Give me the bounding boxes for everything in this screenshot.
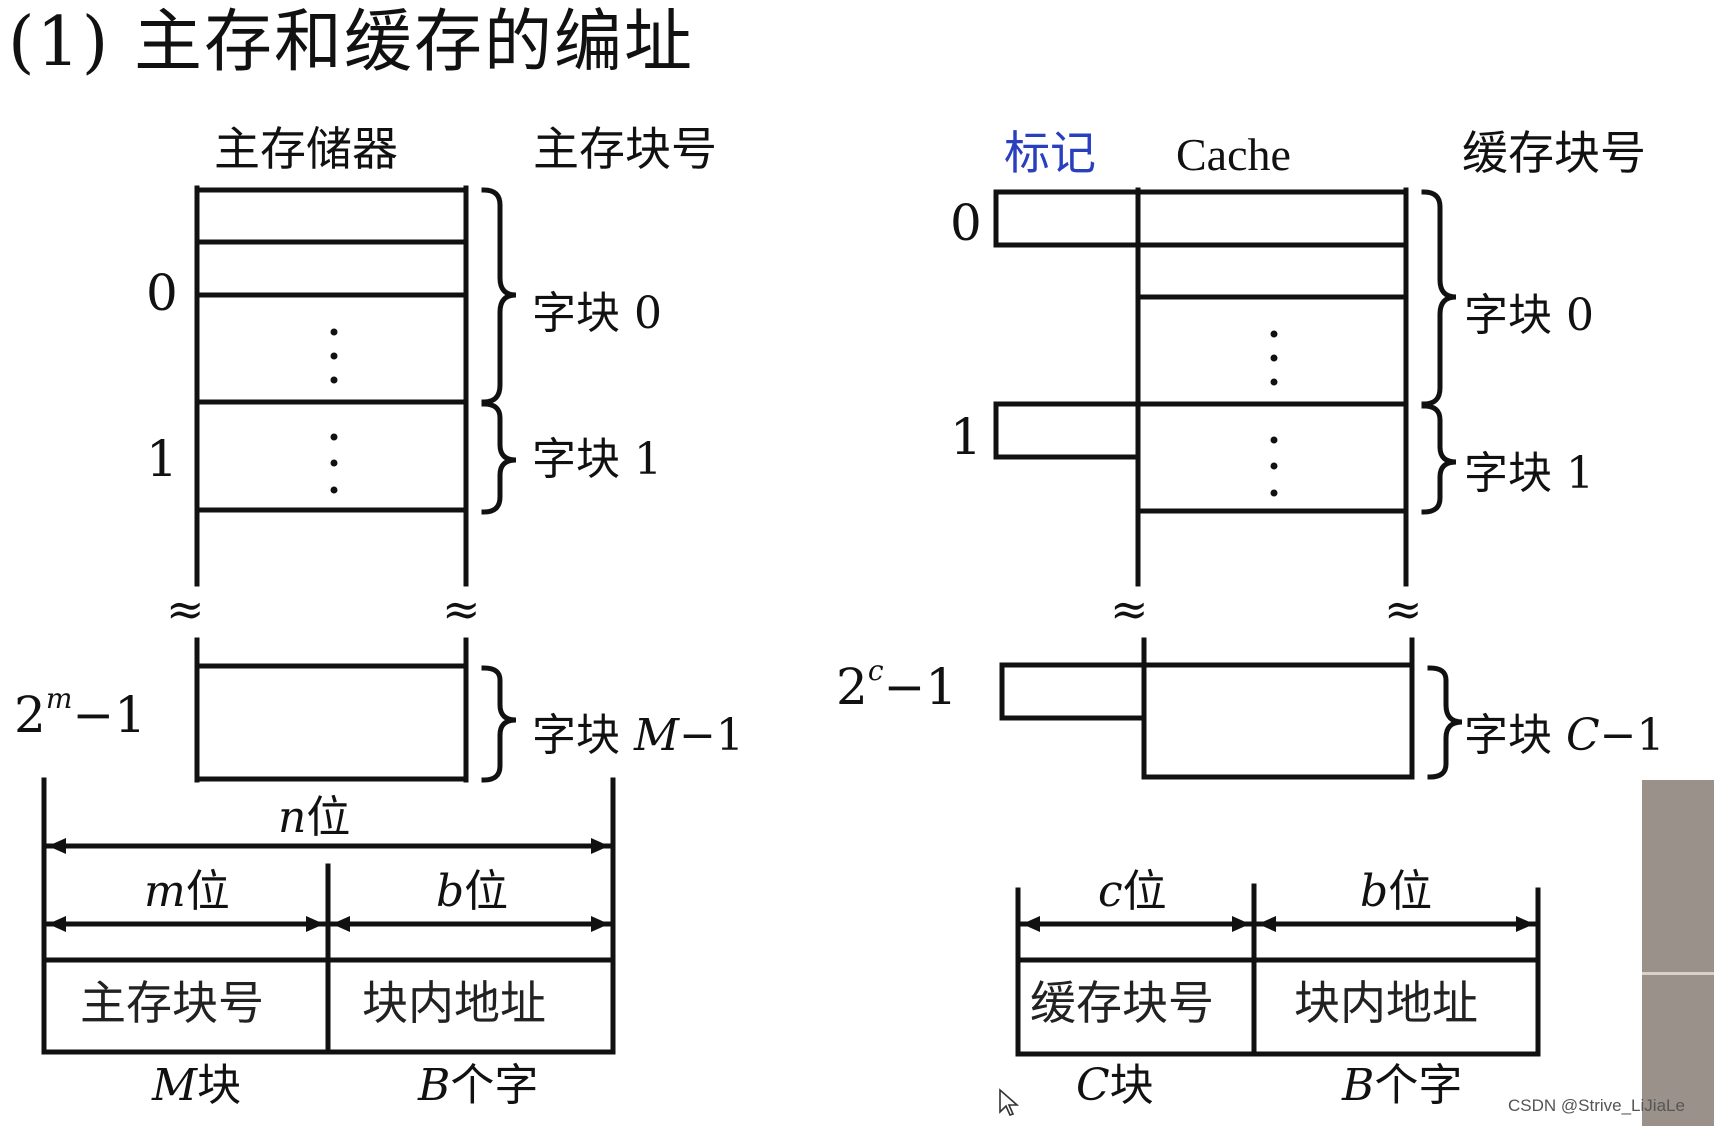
under-main-words: B个字 (418, 1060, 539, 1111)
main-index-1: 1 (146, 430, 178, 488)
dim-cache-b-bits: b位 (1360, 866, 1433, 917)
cache-block-last-label: 字块 C−1 (1464, 710, 1665, 761)
header-cache-block-number: 缓存块号 (1462, 126, 1646, 180)
cache-block-0-label: 字块 0 (1464, 290, 1594, 341)
cache-index-1: 1 (950, 408, 982, 466)
break-wave-icon: ≈ (1110, 582, 1149, 636)
dim-b-bits: b位 (436, 866, 509, 917)
cache-block-1-label: 字块 1 (1464, 448, 1594, 499)
cache-index-0: 0 (950, 194, 982, 252)
field-cache-block-number: 缓存块号 (1030, 976, 1214, 1030)
field-in-block-address: 块内地址 (362, 976, 546, 1030)
header-cache: Cache (1176, 129, 1291, 180)
brace-cache-block-last (1427, 665, 1463, 780)
dim-m-bits: m位 (144, 866, 230, 917)
break-wave-icon: ≈ (1384, 582, 1423, 636)
camera-overlay (1642, 780, 1714, 1126)
brace-block-1 (481, 401, 517, 515)
break-wave-icon: ≈ (166, 582, 205, 636)
under-cache-blocks: C块 (1076, 1060, 1154, 1111)
main-index-last: 2m−1 (14, 682, 147, 744)
header-main-memory: 主存储器 (214, 122, 398, 176)
brace-block-0 (481, 187, 517, 405)
field-main-block-number: 主存块号 (80, 976, 264, 1030)
main-block-1-label: 字块 1 (532, 434, 662, 485)
dim-n-bits: n位 (278, 792, 351, 843)
main-index-0: 0 (146, 264, 178, 322)
main-block-0-label: 字块 0 (532, 288, 662, 339)
dim-c-bits: c位 (1098, 866, 1167, 917)
brace-block-last (481, 665, 517, 783)
break-wave-icon: ≈ (442, 582, 481, 636)
cache-index-last: 2c−1 (836, 654, 958, 716)
mouse-cursor-icon (999, 1088, 1020, 1116)
main-memory-column (194, 185, 469, 783)
field-cache-in-block-address: 块内地址 (1294, 976, 1478, 1030)
camera-overlay-edge (1642, 972, 1714, 975)
watermark: CSDN @Strive_LiJiaLe (1508, 1096, 1685, 1115)
header-main-block-number: 主存块号 (533, 122, 717, 176)
brace-cache-block-0 (1421, 189, 1457, 407)
under-cache-words: B个字 (1342, 1060, 1463, 1111)
cache-column (993, 187, 1415, 780)
main-block-last-label: 字块 M−1 (532, 710, 744, 761)
page-title: (1) 主存和缓存的编址 (8, 3, 694, 82)
brace-cache-block-1 (1421, 403, 1457, 515)
header-tag: 标记 (1004, 126, 1096, 180)
under-main-blocks: M块 (152, 1060, 242, 1111)
